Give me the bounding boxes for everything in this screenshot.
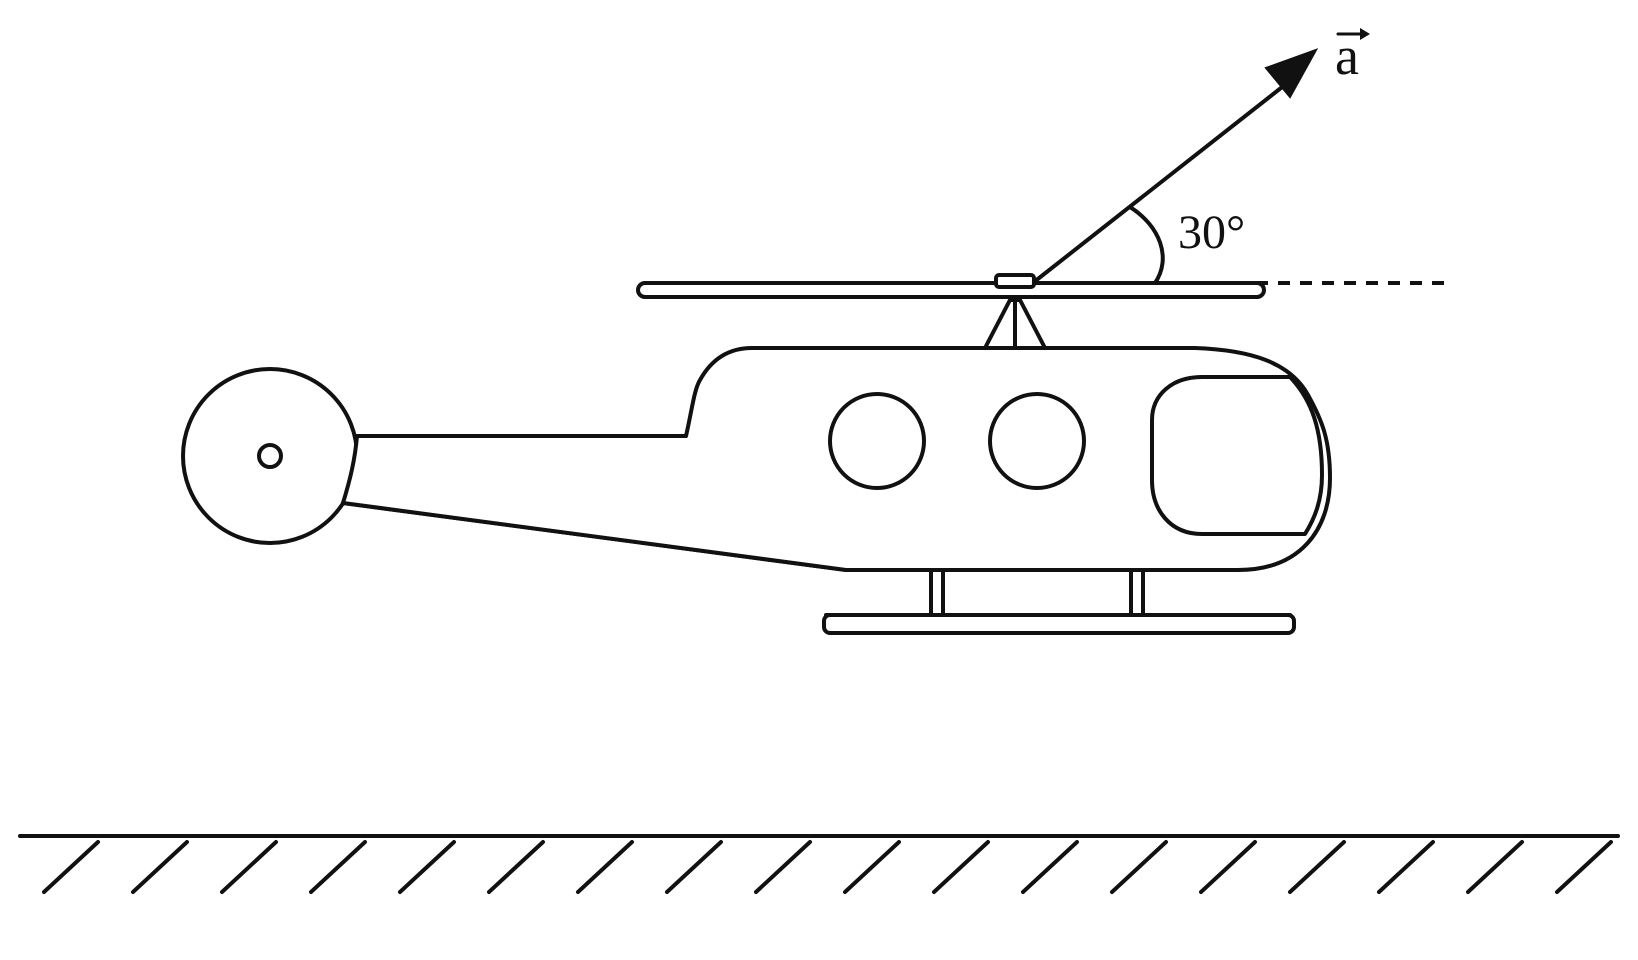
acceleration-arrowhead [1264, 48, 1319, 99]
vector-label-text: a [1335, 26, 1359, 86]
rotor-mast [983, 298, 1047, 350]
ground-hatch-line [1199, 840, 1257, 894]
vector-overarrow-head [1360, 28, 1370, 40]
ground-hatch-line [576, 840, 634, 894]
ground-hatching [42, 840, 1613, 894]
tail-rotor [181, 367, 359, 545]
ground-hatch-line [1288, 840, 1346, 894]
landing-skid [822, 613, 1296, 635]
ground-hatch-line [1110, 840, 1168, 894]
angle-label: 30° [1178, 206, 1245, 259]
window-porthole-2 [988, 392, 1086, 490]
tail-rotor-hub [257, 443, 283, 469]
main-rotor-hub [994, 273, 1036, 289]
helicopter [181, 273, 1332, 635]
window-porthole-1 [828, 392, 926, 490]
ground-hatch-line [1466, 840, 1524, 894]
ground-hatch-line [1555, 840, 1613, 894]
ground-hatch-line [487, 840, 545, 894]
angle-arc [1128, 205, 1165, 285]
cockpit-window [1150, 375, 1324, 536]
ground-hatch-line [932, 840, 990, 894]
ground-hatch-line [398, 840, 456, 894]
ground-hatch-line [309, 840, 367, 894]
ground-hatch-line [1021, 840, 1079, 894]
acceleration-vector [1032, 48, 1319, 284]
acceleration-arrow-shaft [1032, 82, 1288, 284]
ground-hatch-line [131, 840, 189, 894]
ground-hatch-line [220, 840, 278, 894]
ground-hatch-line [843, 840, 901, 894]
ground [18, 834, 1620, 894]
landing-skids [822, 570, 1296, 635]
vector-label: a [1335, 26, 1370, 86]
main-rotor-blade [636, 281, 1266, 299]
ground-hatch-line [754, 840, 812, 894]
ground-hatch-line [1377, 840, 1435, 894]
ground-hatch-line [42, 840, 100, 894]
ground-hatch-line [665, 840, 723, 894]
